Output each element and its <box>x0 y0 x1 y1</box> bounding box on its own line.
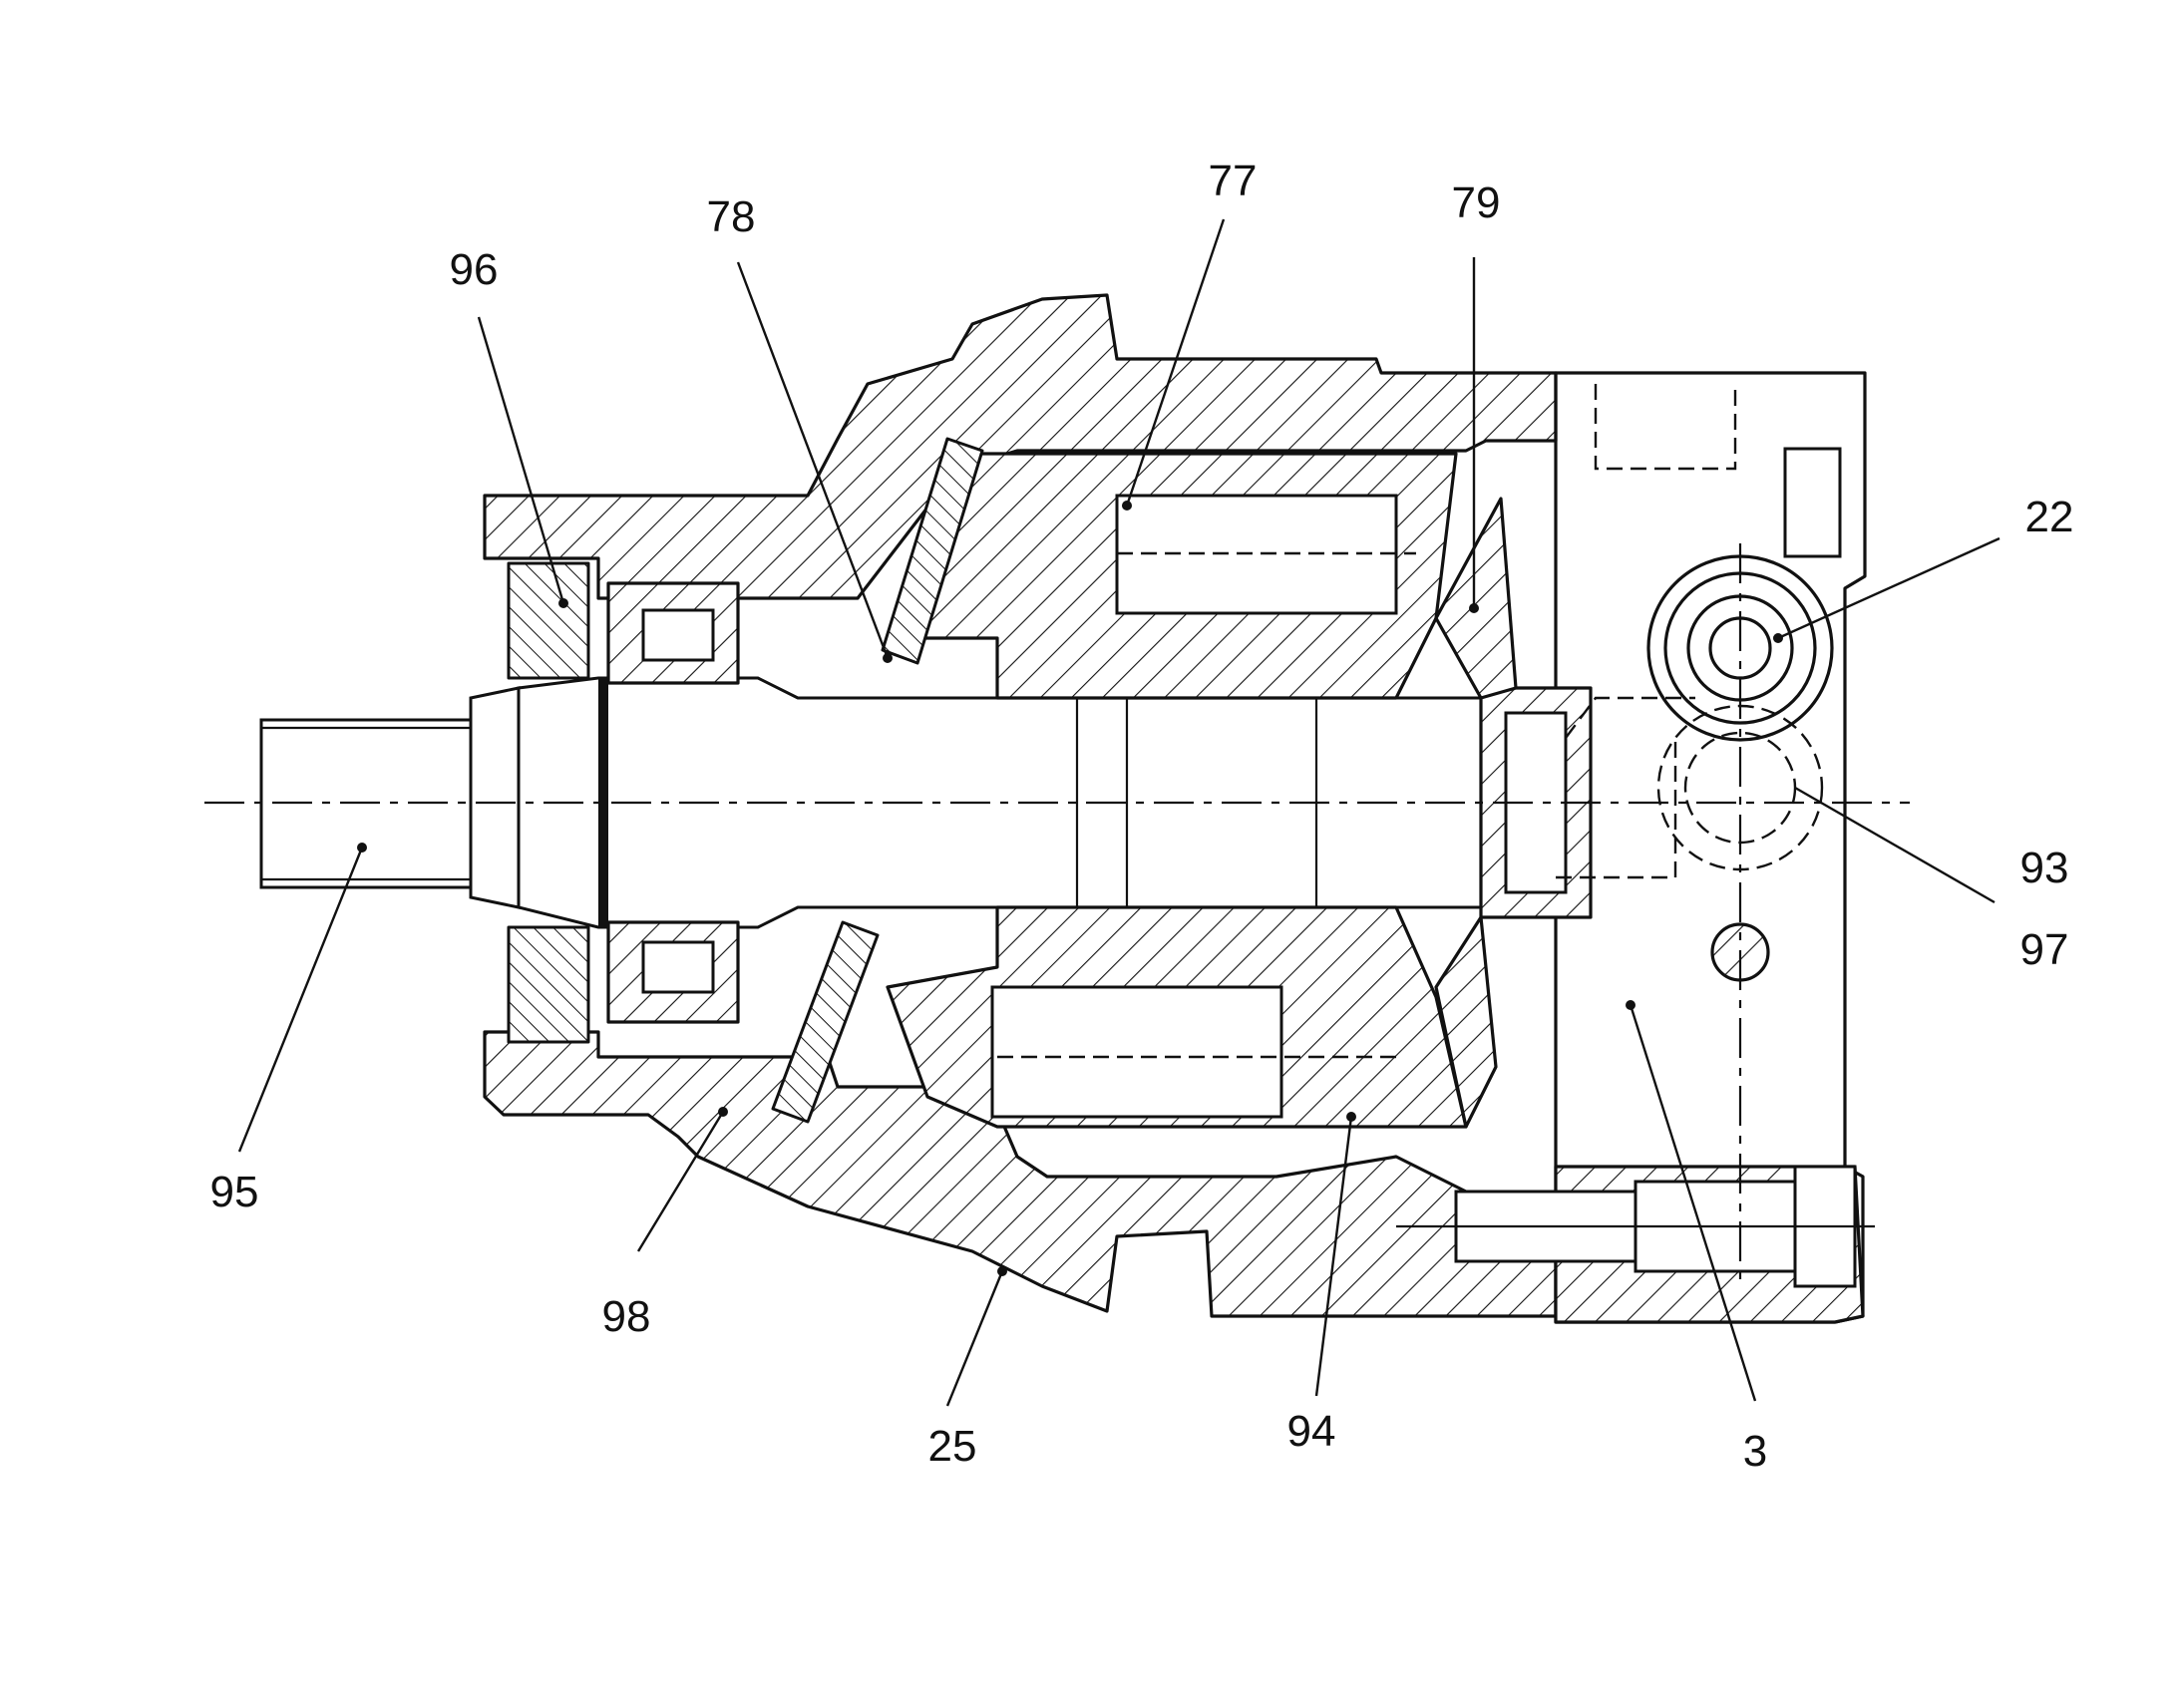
ref-label-22: 22 <box>2025 493 2074 541</box>
ref-label-25: 25 <box>928 1422 977 1471</box>
ref-label-79: 79 <box>1452 178 1501 227</box>
ref-label-96: 96 <box>450 245 499 294</box>
ref-label-95: 95 <box>210 1168 259 1216</box>
ref-label-97: 97 <box>2020 925 2069 974</box>
ref-label-98: 98 <box>602 1292 651 1341</box>
swashplate <box>771 437 984 1124</box>
ref-label-94: 94 <box>1287 1407 1336 1456</box>
leader-lines <box>237 218 2000 1407</box>
ref-label-93: 93 <box>2020 844 2069 892</box>
port-details <box>1556 384 1842 982</box>
front-bearing <box>507 561 740 1044</box>
ref-label-77: 77 <box>1209 157 1258 205</box>
cylinder-block <box>886 452 1468 1129</box>
ref-label-3: 3 <box>1743 1427 1767 1476</box>
bolt <box>1396 1165 1875 1288</box>
ref-label-78: 78 <box>707 192 756 241</box>
rear-bearing <box>1434 497 1593 1129</box>
